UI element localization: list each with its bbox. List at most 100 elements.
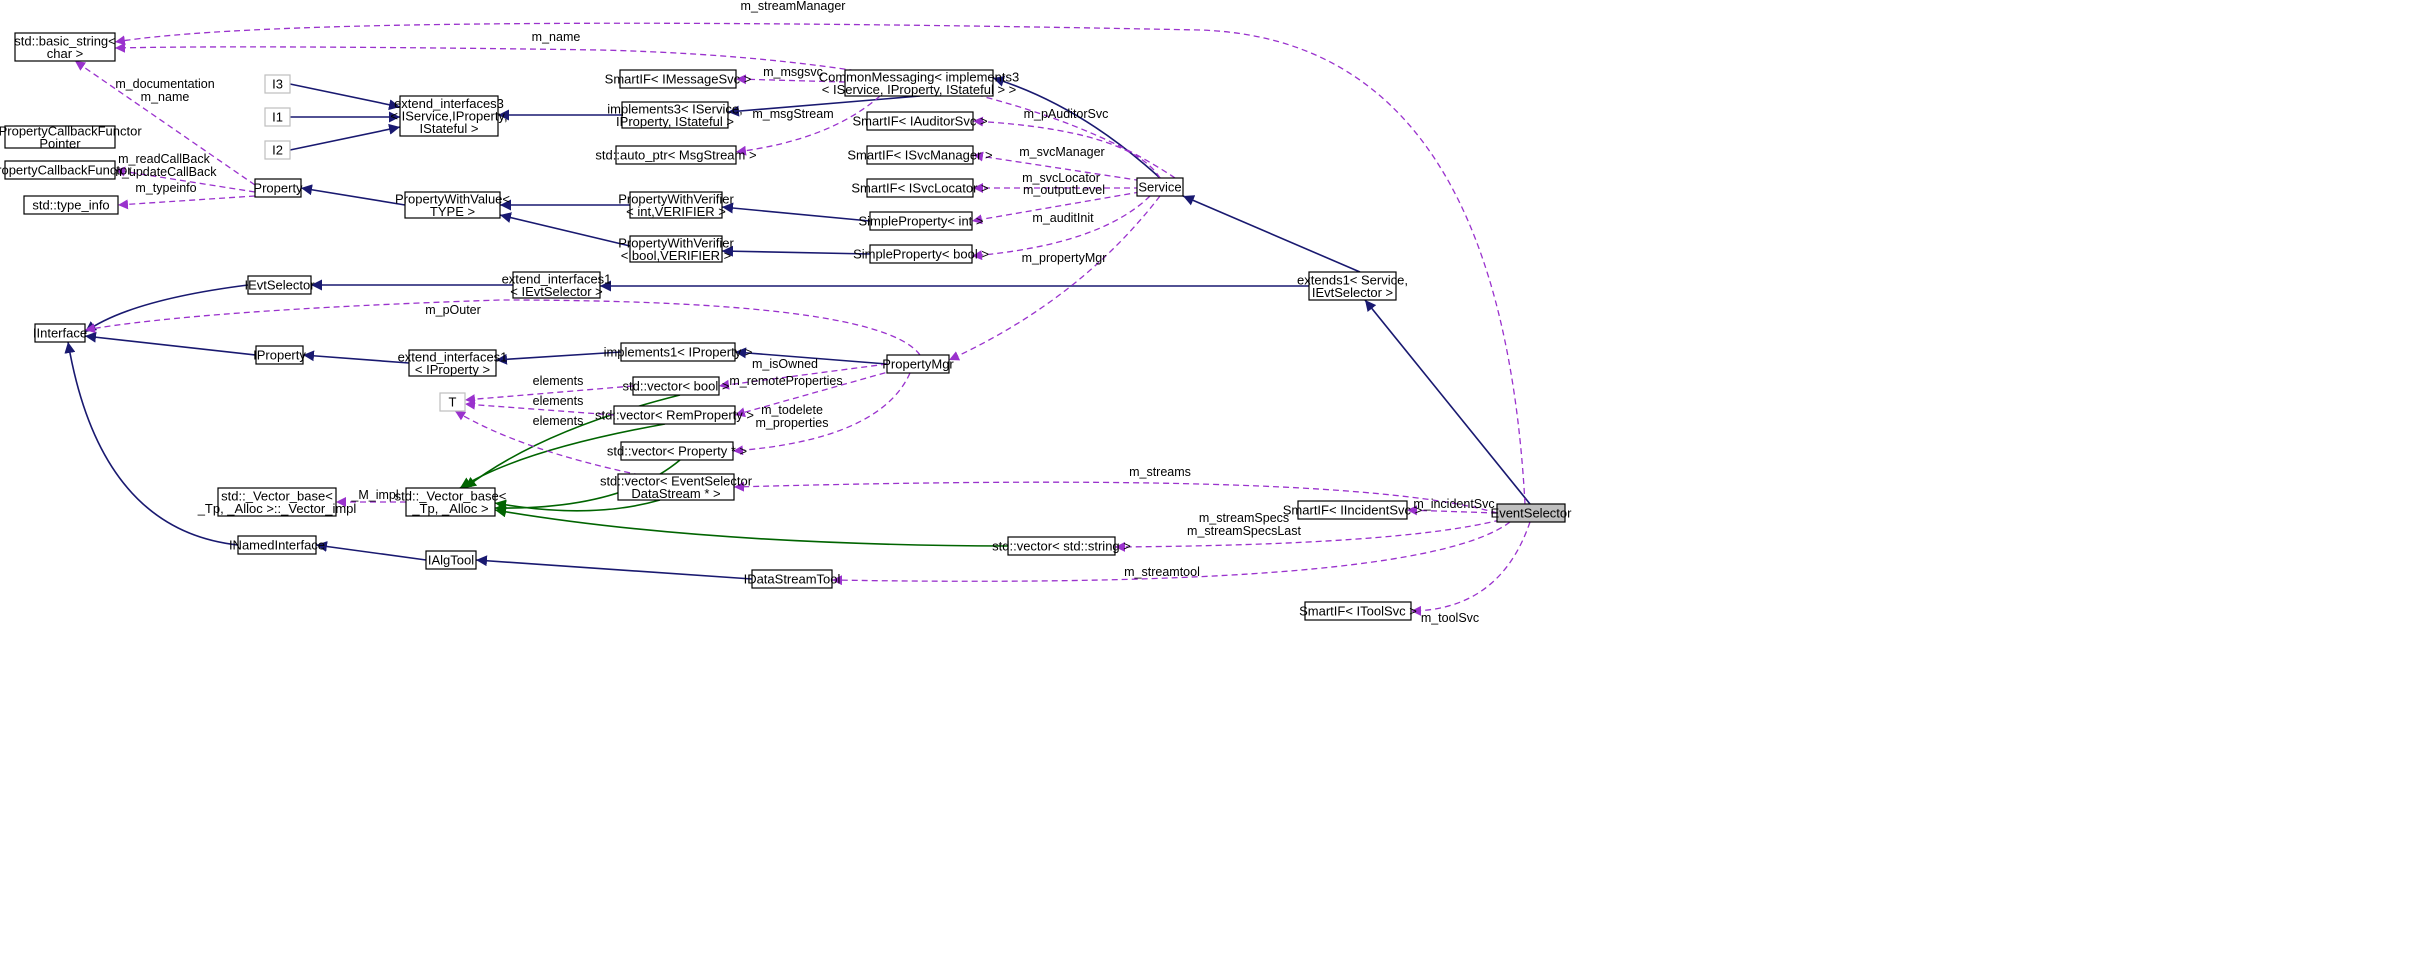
class-node-box (408, 349, 497, 377)
class-node-label: std::type_info (32, 198, 109, 213)
m-propertyMgr-edge (948, 195, 1161, 361)
inheritance-edge-14 (84, 284, 249, 333)
class-node-label: PropertyWithVerifier (618, 235, 734, 250)
class-node-label: PropertyWithValue< (395, 191, 510, 206)
class-node-service[interactable]: Service (1136, 177, 1184, 197)
edge-label-elements-2: elements (533, 394, 584, 408)
class-node-label: IEvtSelector (244, 278, 315, 293)
class-node-box (866, 111, 974, 131)
inheritance-edge-20 (64, 341, 239, 546)
class-node-extend-if1-prop[interactable]: extend_interfaces1< IProperty > (398, 349, 508, 377)
class-node-label: IStateful > (420, 121, 479, 136)
edge-label-m-outputLevel: m_outputLevel (1023, 183, 1105, 197)
inheritance-edge-4 (727, 95, 921, 117)
class-node-smartif-auditor[interactable]: SmartIF< IAuditorSvc > (852, 111, 988, 131)
class-node-vec-remprop[interactable]: std::vector< RemProperty > (595, 405, 754, 425)
class-node-iproperty[interactable]: IProperty (253, 345, 306, 365)
class-node-label: std::vector< Property * > (607, 444, 747, 459)
class-node-box (751, 569, 833, 589)
class-node-box (620, 441, 734, 461)
class-node-label: T (449, 395, 457, 410)
class-node-smartif-svcmgr[interactable]: SmartIF< ISvcManager > (847, 145, 993, 165)
class-node-I1[interactable]: I1 (264, 107, 291, 127)
class-node-pwver-int[interactable]: PropertyWithVerifier< int,VERIFIER > (618, 191, 734, 219)
inheritance-edge-9 (721, 202, 871, 222)
class-node-label: I3 (272, 77, 283, 92)
elements-bool-edge (464, 385, 634, 405)
m-documentation-name-edge (74, 60, 256, 186)
class-node-null-prop-cb[interactable]: nullPropertyCallbackFunctorPointer (0, 123, 142, 151)
m-streamSpecs-edge (1114, 519, 1501, 552)
class-node-auto-ptr[interactable]: std::auto_ptr< MsgStream > (595, 145, 757, 165)
class-node-box (425, 550, 477, 570)
class-node-label: IProperty, IStateful > (616, 114, 734, 129)
class-node-label: IDataStreamTool (744, 572, 841, 587)
class-node-label: std::_Vector_base< (221, 488, 333, 503)
class-node-vec-propptr[interactable]: std::vector< Property * > (607, 441, 747, 461)
edge-label-m-propertyMgr: m_propertyMgr (1022, 251, 1107, 265)
class-node-label: SmartIF< IMessageSvc > (605, 72, 752, 87)
class-node-ialgtool[interactable]: IAlgTool (425, 550, 477, 570)
class-node-label: TYPE > (430, 204, 475, 219)
class-node-label: SmartIF< ISvcManager > (847, 148, 992, 163)
m-todelete-edge (732, 372, 911, 456)
class-node-label: std::vector< RemProperty > (595, 408, 754, 423)
m-streamtool-edge (831, 521, 1511, 586)
class-node-basic-string[interactable]: std::basic_string<char > (14, 32, 116, 62)
class-node-smartif-svcloc[interactable]: SmartIF< ISvcLocator > (851, 178, 989, 198)
class-node-simple-int[interactable]: SimpleProperty< int > (858, 211, 984, 231)
m-toolSvc-edge (1410, 521, 1531, 616)
edge-label-m-auditInit: m_auditInit (1032, 211, 1094, 225)
inheritance-edge-17 (495, 351, 622, 365)
inheritance-edge-2 (289, 123, 401, 151)
class-node-propertymgr[interactable]: PropertyMgr (882, 354, 954, 374)
class-node-T[interactable]: T (439, 392, 466, 412)
class-node-iinterface[interactable]: IInterface (33, 323, 87, 343)
class-node-label: SmartIF< ISvcLocator > (851, 181, 988, 196)
class-node-label: SmartIF< IIncidentSvc > (1283, 503, 1422, 518)
class-node-smartif-incident[interactable]: SmartIF< IIncidentSvc > (1283, 500, 1422, 520)
class-node-label: SmartIF< IAuditorSvc > (852, 114, 987, 129)
class-node-smartif-msgsvc[interactable]: SmartIF< IMessageSvc > (605, 69, 752, 89)
class-node-extends1[interactable]: extends1< Service,IEvtSelector > (1297, 271, 1408, 301)
template-edge-27 (494, 506, 1009, 547)
class-node-commonmsg[interactable]: CommonMessaging< implements3< IService, … (819, 69, 1020, 97)
class-node-I3[interactable]: I3 (264, 74, 291, 94)
class-node-inamed[interactable]: INamedInterface (229, 535, 325, 555)
class-node-idatastreamtool[interactable]: IDataStreamTool (744, 569, 841, 589)
class-node-box (439, 392, 466, 412)
class-node-simple-bool[interactable]: SimpleProperty< bool > (853, 244, 989, 264)
class-node-label: < int,VERIFIER > (626, 204, 726, 219)
class-node-eventselector[interactable]: EventSelector (1491, 503, 1573, 523)
class-node-vector-base[interactable]: std::_Vector_base<_Tp, _Alloc > (395, 487, 507, 517)
class-node-box (1304, 601, 1412, 621)
edge-label-m-remoteProperties: m_remoteProperties (729, 374, 842, 388)
edge-label-m-doc-name: m_documentation (115, 77, 214, 91)
class-node-type-info[interactable]: std::type_info (23, 195, 119, 215)
class-node-impl1-prop[interactable]: implements1< IProperty > (604, 342, 753, 362)
class-node-label: I2 (272, 143, 283, 158)
class-node-property[interactable]: Property (253, 178, 303, 198)
class-node-prop-cb-functor[interactable]: PropertyCallbackFunctor (0, 160, 132, 180)
class-node-box (255, 345, 304, 365)
class-node-box (619, 69, 737, 89)
class-node-smartif-toolsvc[interactable]: SmartIF< IToolSvc > (1299, 601, 1417, 621)
class-node-pwver-bool[interactable]: PropertyWithVerifier< bool,VERIFIER > (618, 235, 734, 263)
m-isOwned-edge (718, 363, 888, 390)
edge-label-m-typeinfo: m_typeinfo (135, 181, 196, 195)
class-node-impl3[interactable]: implements3< IService,IProperty, IStatef… (607, 101, 742, 129)
class-node-vec-bool[interactable]: std::vector< bool > (623, 376, 730, 396)
class-node-I2[interactable]: I2 (264, 140, 291, 160)
class-node-vector-impl[interactable]: std::_Vector_base<_Tp, _Alloc >::_Vector… (197, 487, 357, 517)
class-node-extend-if1-evt[interactable]: extend_interfaces1< IEvtSelector > (502, 271, 612, 299)
class-node-box (264, 140, 291, 160)
class-node-box (264, 74, 291, 94)
edge-label-m-streamManager: m_streamManager (741, 0, 846, 13)
class-node-extend-if3[interactable]: extend_interfaces3< IService,IProperty,I… (390, 95, 508, 137)
class-node-ievtselector[interactable]: IEvtSelector (244, 275, 315, 295)
class-node-pwv[interactable]: PropertyWithValue<TYPE > (395, 191, 510, 219)
class-node-vec-string[interactable]: std::vector< std::string > (992, 536, 1131, 556)
class-node-box (629, 235, 723, 263)
